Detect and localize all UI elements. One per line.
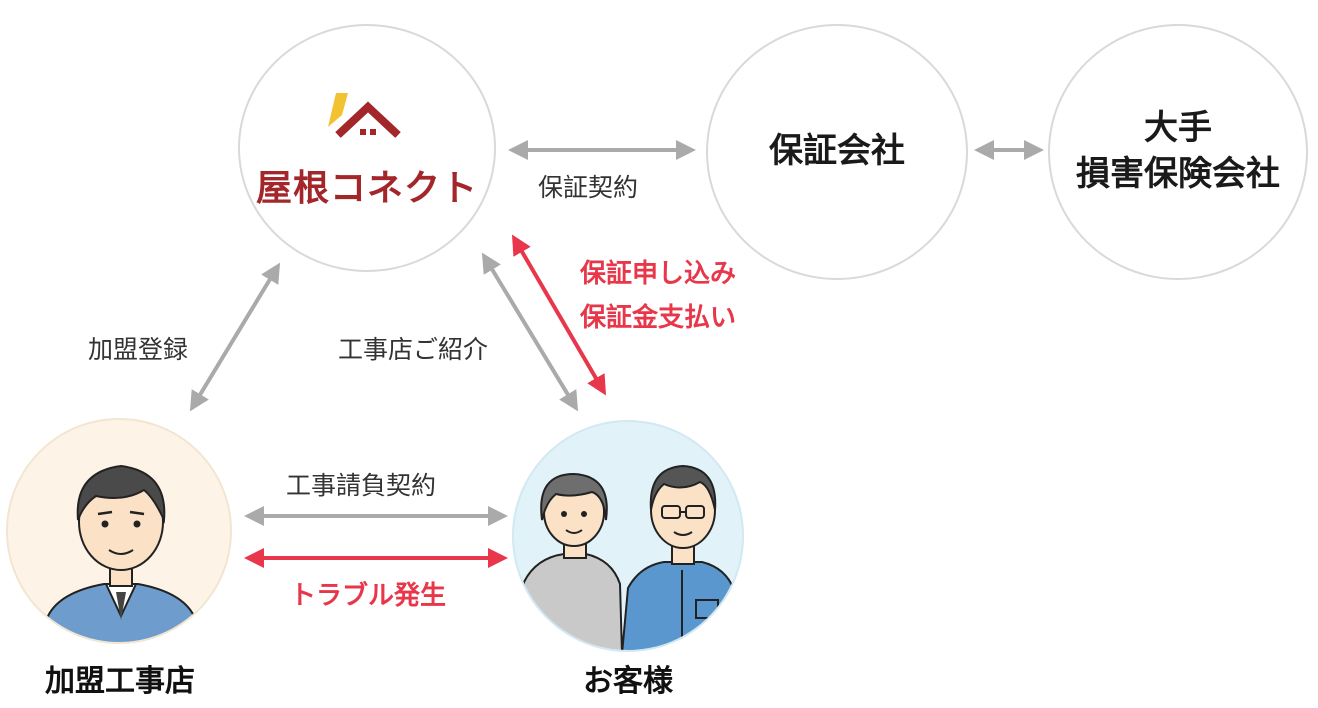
customer-node — [512, 420, 744, 652]
brand-logo-text: 屋根コネクト — [255, 168, 478, 209]
brand-node: 屋根コネクト — [238, 24, 496, 272]
warranty-contract-label: 保証契約 — [538, 173, 639, 202]
customer-caption: お客様 — [583, 664, 673, 699]
logo-sun-accent — [328, 93, 348, 127]
warranty-company-node: 保証会社 — [706, 24, 968, 280]
contractor-referral-label: 工事店ご紹介 — [338, 335, 489, 364]
warranty-payment-label: 保証金支払い — [580, 303, 737, 333]
member-registration-label: 加盟登録 — [88, 335, 189, 364]
contractor-node — [6, 418, 232, 644]
construction-contract-label: 工事請負契約 — [286, 471, 437, 500]
warranty-company-title: 保証会社 — [769, 131, 905, 172]
arrow-brand-customer-referral — [481, 252, 579, 412]
arrow-brand-contractor — [189, 262, 281, 412]
contractor-caption: 加盟工事店 — [45, 664, 195, 699]
brand-logo — [328, 93, 401, 138]
insurer-node: 大手 損害保険会社 — [1048, 24, 1308, 280]
arrow-brand-customer-warranty — [511, 234, 607, 396]
trouble-label: トラブル発生 — [290, 581, 447, 611]
house-roof-icon — [335, 101, 401, 138]
insurer-title-line2: 損害保険会社 — [1076, 154, 1280, 194]
insurer-title-line1: 大手 — [1144, 108, 1212, 149]
warranty-application-label: 保証申し込み — [580, 259, 737, 289]
contractor-person-icon — [41, 464, 201, 642]
customer-couple-icon — [517, 464, 741, 650]
